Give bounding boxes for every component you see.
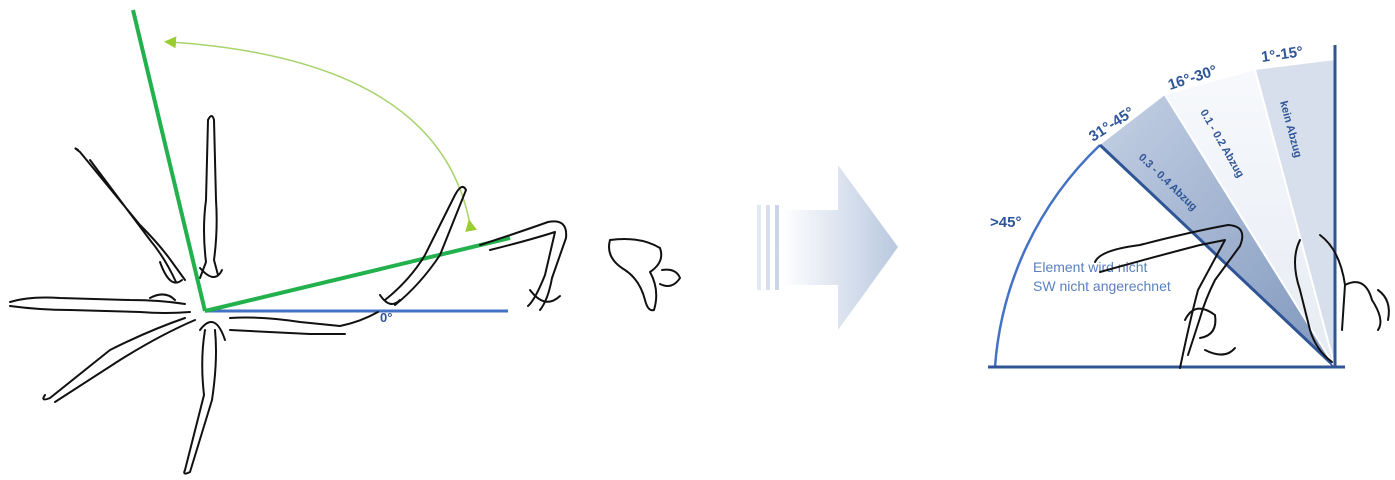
- gymnast-figure-low-right: [230, 312, 378, 334]
- green-vertical-line: [133, 10, 205, 311]
- left-panel: 0°: [10, 10, 680, 474]
- note-line-2: SW nicht angerechnet: [1033, 278, 1171, 294]
- gymnast-figure-tuck: [609, 239, 680, 310]
- big-arrow-right-icon: [757, 165, 898, 330]
- right-panel: 1°-15° 16°-30° 31°-45° >45° kein Abzug 0…: [988, 43, 1389, 368]
- gymnast-figure-pike: [480, 221, 566, 310]
- gymnast-figure-up: [200, 116, 222, 278]
- outer-arc: [995, 145, 1100, 367]
- sector-label-over-45: >45°: [990, 214, 1021, 231]
- note-line-1: Element wird nicht: [1033, 259, 1147, 275]
- gymnast-figure-down: [184, 322, 225, 474]
- gymnast-figure-rising: [380, 187, 466, 305]
- sector-label-1-15: 1°-15°: [1260, 43, 1304, 66]
- green-angled-line: [205, 238, 510, 311]
- gymnast-figure-diagonal-up: [75, 148, 185, 282]
- gymnast-figure-diagonal-down: [43, 318, 195, 402]
- degree-zero-label: 0°: [380, 310, 392, 325]
- gymnast-figure-horizontal-left: [10, 294, 190, 313]
